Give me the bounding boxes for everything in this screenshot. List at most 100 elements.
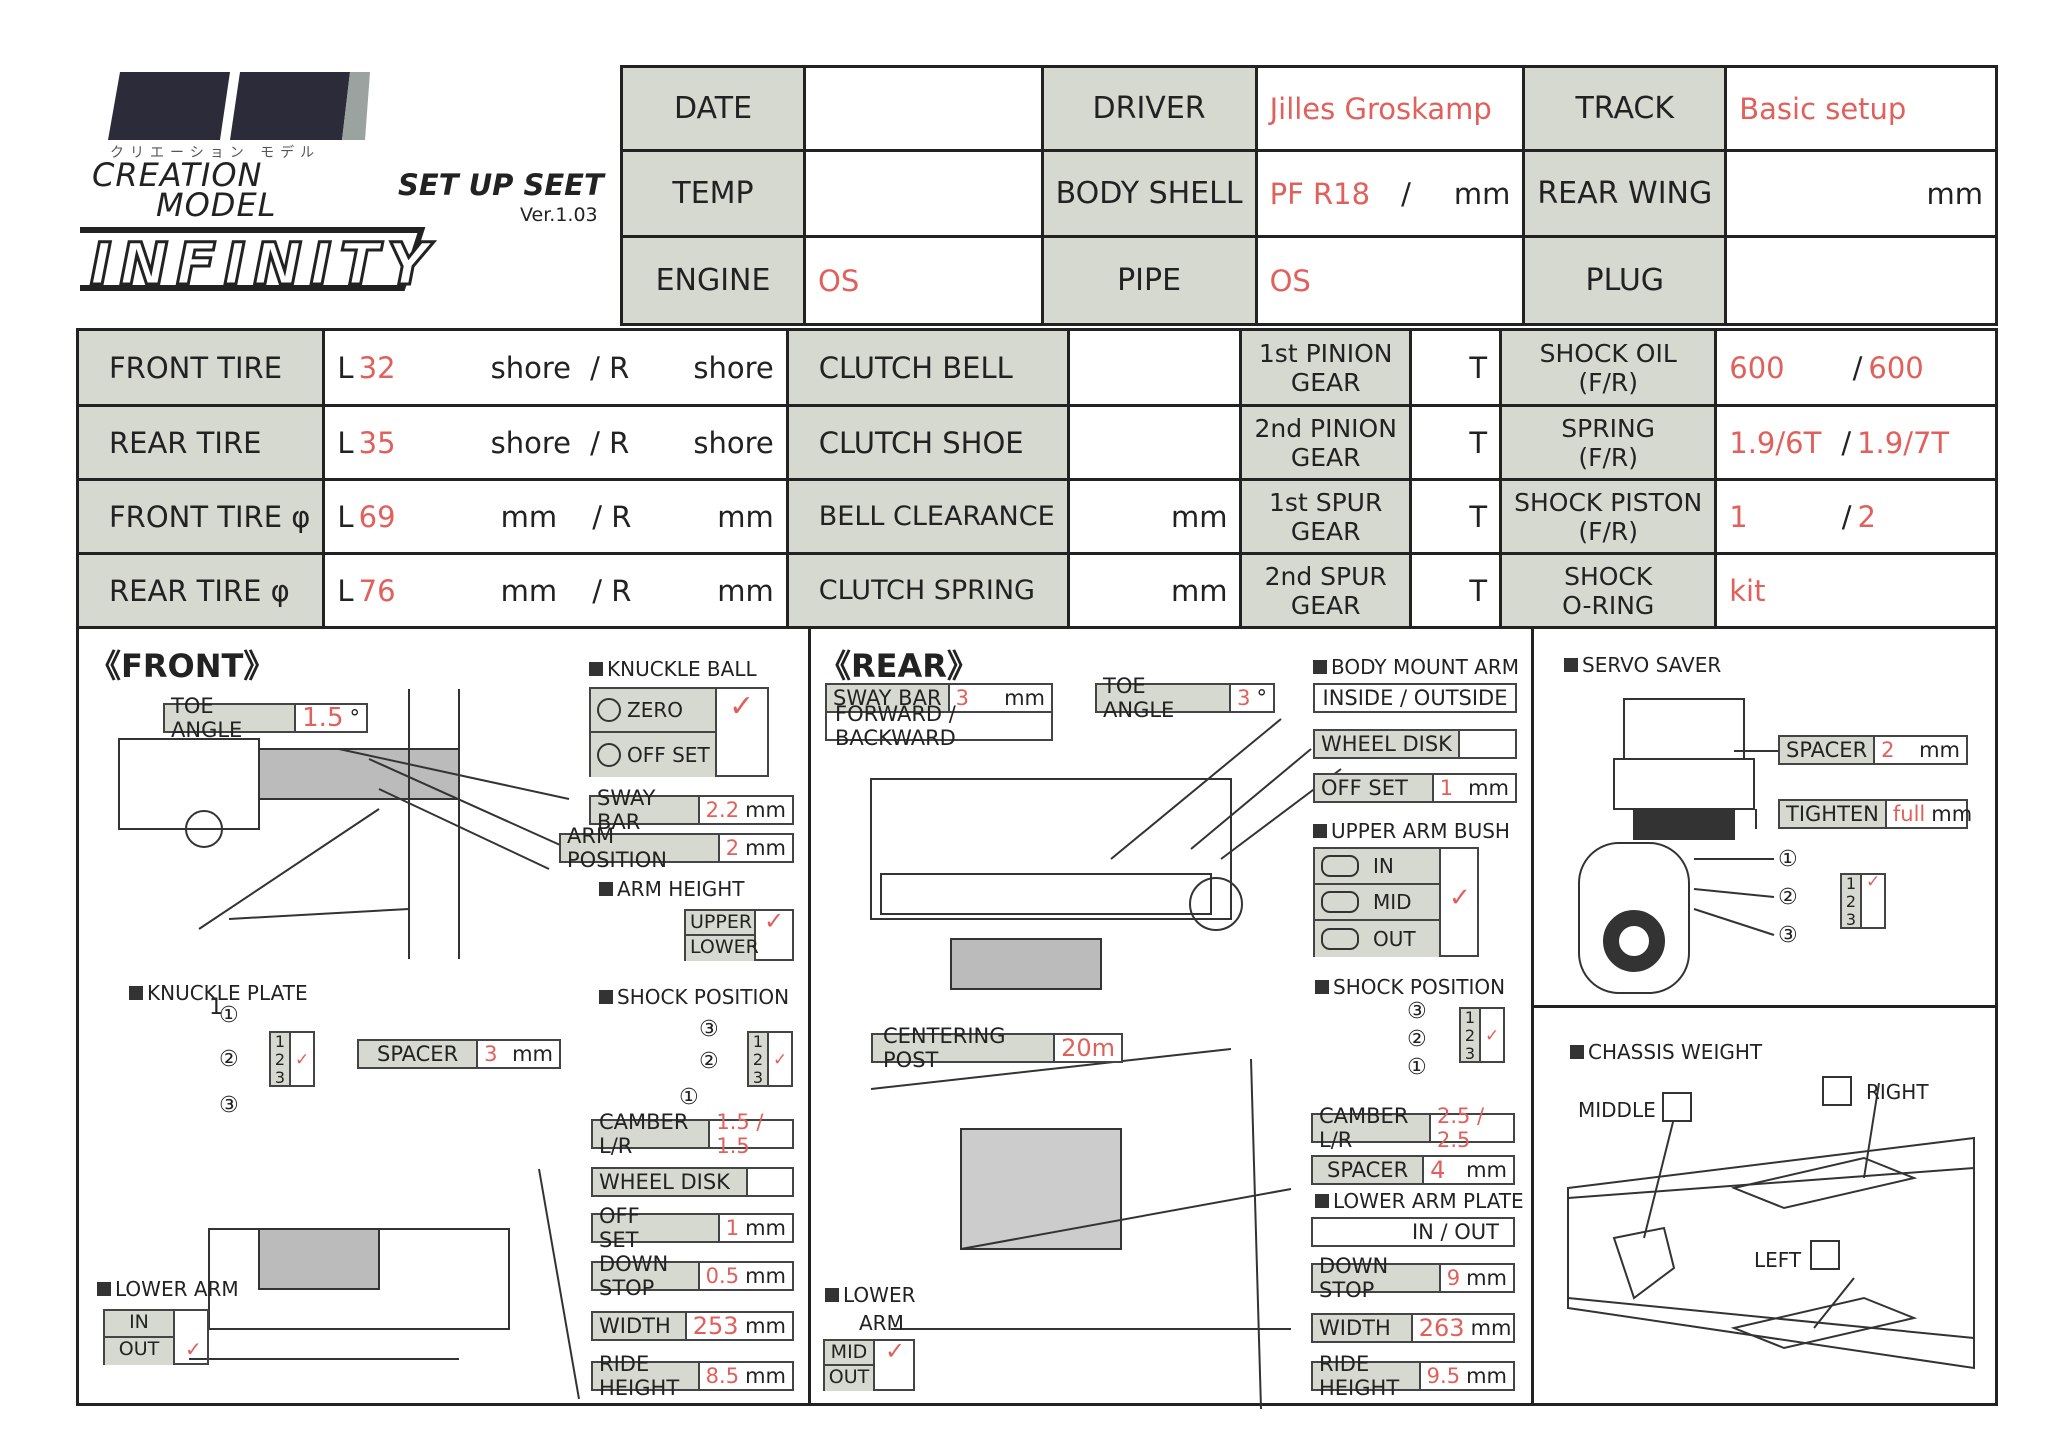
gear-l2: GEAR [1290,367,1361,397]
bush-mid-check[interactable]: ✓ [1449,883,1471,913]
rear-down-stop[interactable]: DOWN STOP 9 mm [1311,1254,1515,1302]
camber-value: 1.5 / 1.5 [716,1110,764,1158]
rear-spacer[interactable]: SPACER 4 mm [1311,1155,1515,1185]
tire-field[interactable]: L 35 shore / R shore [322,404,789,481]
rear-ride-height[interactable]: RIDE HEIGHT 9.5 mm [1311,1352,1515,1400]
lower-plate-title: LOWER ARM PLATE [1315,1189,1524,1213]
rear-width[interactable]: WIDTH 263 mm [1311,1313,1515,1343]
toe-unit: ° [1256,686,1268,710]
rear-wheel-disk[interactable]: WHEEL DISK [1313,729,1517,759]
sway-value: 3 [955,686,969,710]
shock-sep: / [1841,499,1852,534]
front-offset[interactable]: OFF SET 1 mm [591,1204,794,1252]
sp-check[interactable]: ✓ [773,1050,788,1070]
bush-mid[interactable]: MID [1315,885,1441,921]
rear-camber[interactable]: CAMBER L/R 2.5 / 2.5 [1311,1104,1515,1152]
front-sway-bar[interactable]: SWAY BAR 2.2 mm [589,786,794,834]
offset-label: OFF SET [1315,775,1434,801]
clutch-field[interactable]: mm [1066,478,1243,555]
gear-field[interactable]: T [1408,478,1503,555]
chassis-weight-title: CHASSIS WEIGHT [1570,1040,1762,1064]
front-shock-pos-c3: ③ [699,1017,719,1042]
lower-option[interactable]: LOWER [686,936,759,961]
centering-post[interactable]: CENTERING POST 20m [871,1024,1123,1072]
servo-label: SERVO SAVER [1582,653,1722,677]
rear-wing-field[interactable]: mm [1724,149,1998,238]
svg-text:1: 1 [209,995,223,1020]
offset-option[interactable]: OFF SET [591,733,717,777]
rear-forward-backward[interactable]: FORWARD / BACKWARD [825,702,1053,750]
pipe-field[interactable]: OS [1254,235,1526,326]
lower-plate-field[interactable]: IN / OUT [1311,1217,1515,1247]
shock-field[interactable]: 600/600 [1714,328,1998,407]
clutch-field[interactable] [1066,328,1243,407]
ride-height-unit: mm [745,1364,786,1388]
bush-out[interactable]: OUT [1315,921,1441,957]
front-down-stop[interactable]: DOWN STOP 0.5 mm [591,1252,794,1300]
upper-option[interactable]: UPPER [686,911,756,936]
tire-field[interactable]: L 76 mm / R mm [322,552,789,629]
front-spacer[interactable]: SPACER 3 mm [357,1039,561,1069]
lower-arm-check[interactable]: ✓ [885,1337,906,1365]
tire-l: L [337,573,354,608]
middle-checkbox[interactable] [1662,1092,1692,1122]
kp-check[interactable]: ✓ [295,1050,310,1070]
upper-check[interactable]: ✓ [764,907,785,935]
gear-field[interactable]: T [1408,552,1503,629]
clutch-field[interactable]: mm [1066,552,1243,629]
tire-label: REAR TIRE φ [75,552,326,629]
gear-field[interactable]: T [1408,328,1503,407]
spec-table: FRONT TIRE L 32 shore / R shore CLUTCH B… [75,328,1998,629]
zero-option[interactable]: ZERO [591,689,717,733]
bush-in[interactable]: IN [1315,849,1441,885]
lower-arm-mid[interactable]: MID [825,1341,875,1366]
engine-field[interactable]: OS [803,235,1044,326]
lower-arm-out[interactable]: OUT [825,1366,875,1391]
front-wheel-disk[interactable]: WHEEL DISK [591,1167,794,1197]
lower-arm-in[interactable]: IN [105,1311,175,1338]
date-field[interactable] [803,65,1044,152]
body-shell-field[interactable]: PF R18 / mm [1254,149,1526,238]
zero-check[interactable]: ✓ [729,689,755,724]
servo-tighten[interactable]: TIGHTEN full mm [1778,799,1972,829]
lower-arm-check[interactable]: ✓ [185,1337,202,1361]
clutch-field[interactable] [1066,404,1243,481]
plug-field[interactable] [1724,235,1998,326]
gear-l2: GEAR [1290,590,1361,620]
shock-field[interactable]: 1/2 [1714,478,1998,555]
left-checkbox[interactable] [1810,1240,1840,1270]
sway-value: 2.2 [705,798,740,822]
rear-sway-bar[interactable]: SWAY BAR 3 mm [825,683,1053,713]
front-width[interactable]: WIDTH 253 mm [591,1311,794,1341]
front-arm-position[interactable]: ARM POSITION 2 mm [559,824,794,872]
sp-check[interactable]: ✓ [1485,1026,1500,1046]
spec-row: REAR TIRE φ L 76 mm / R mm CLUTCH SPRING… [75,552,1998,629]
tire-field[interactable]: L 69 mm / R mm [322,478,789,555]
front-ride-height[interactable]: RIDE HEIGHT 8.5 mm [591,1352,794,1400]
toe-label: TOE ANGLE [1097,674,1232,722]
driver-field[interactable]: Jilles Groskamp [1254,65,1526,152]
right-checkbox[interactable] [1822,1076,1852,1106]
width-value: 263 [1418,1314,1465,1342]
servo-spacer[interactable]: SPACER 2 mm [1778,735,1968,765]
temp-field[interactable] [803,149,1044,238]
shock-field[interactable]: 1.9/6T/1.9/7T [1714,404,1998,481]
track-field[interactable]: Basic setup [1724,65,1998,152]
front-toe-angle[interactable]: TOE ANGLE 1.5 ° [163,694,368,742]
sp-n3: 3 [1464,1044,1476,1063]
rear-offset[interactable]: OFF SET 1 mm [1313,773,1517,803]
rear-toe-angle[interactable]: TOE ANGLE 3 ° [1095,674,1275,722]
tire-field[interactable]: L 32 shore / R shore [322,328,789,407]
body-mount-field[interactable]: INSIDE / OUTSIDE [1313,683,1517,713]
gear-field[interactable]: T [1408,404,1503,481]
servo-saver-diagram [1578,698,1806,994]
servo-check[interactable]: ✓ [1866,872,1881,892]
front-camber[interactable]: CAMBER L/R 1.5 / 1.5 [591,1110,794,1158]
shock-field[interactable]: kit [1714,552,1998,629]
offset-unit: mm [1468,776,1509,800]
gear-l1: 2nd PINION [1254,413,1397,443]
lower-arm-out[interactable]: OUT [105,1338,175,1365]
tire-l: L [337,350,354,385]
shock-label: SHOCK OIL(F/R) [1499,328,1718,407]
